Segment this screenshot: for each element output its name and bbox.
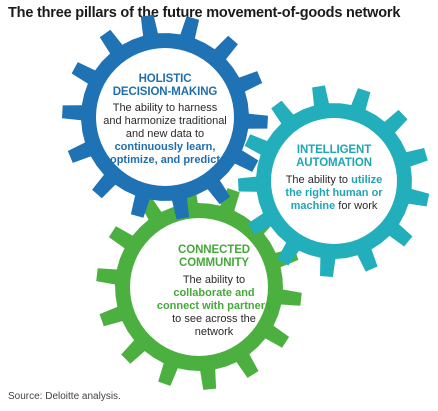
holistic-description: The ability to harness and harmonize tra… (103, 102, 227, 166)
community-heading: CONNECTED COMMUNITY (178, 244, 250, 269)
holistic-highlight: continuously learn, optimize, and predic… (109, 141, 220, 166)
gear-center (96, 48, 234, 186)
gear-holistic-decision-making (62, 14, 268, 220)
holistic-gear-text: HOLISTIC DECISION-MAKING The ability to … (103, 73, 227, 167)
community-gear-text: CONNECTED COMMUNITY The ability to colla… (155, 244, 273, 339)
automation-heading: INTELLIGENT AUTOMATION (296, 144, 372, 169)
community-description: The ability to collaborate and connect w… (156, 274, 272, 338)
holistic-heading: HOLISTIC DECISION-MAKING (112, 73, 218, 98)
automation-highlight: utilize the right human or machine (285, 174, 383, 212)
source-note: Source: Deloitte analysis. (8, 391, 121, 402)
automation-description: The ability to utilize the right human o… (285, 174, 383, 212)
page-title: The three pillars of the future movement… (8, 5, 401, 21)
gear-center (271, 118, 397, 244)
automation-gear-text: INTELLIGENT AUTOMATION The ability to ut… (285, 144, 383, 213)
community-highlight: collaborate and connect with partners (156, 287, 272, 312)
gear-center (130, 218, 268, 356)
gear-connected-community (96, 184, 302, 390)
gear-intelligent-automation (238, 85, 430, 278)
